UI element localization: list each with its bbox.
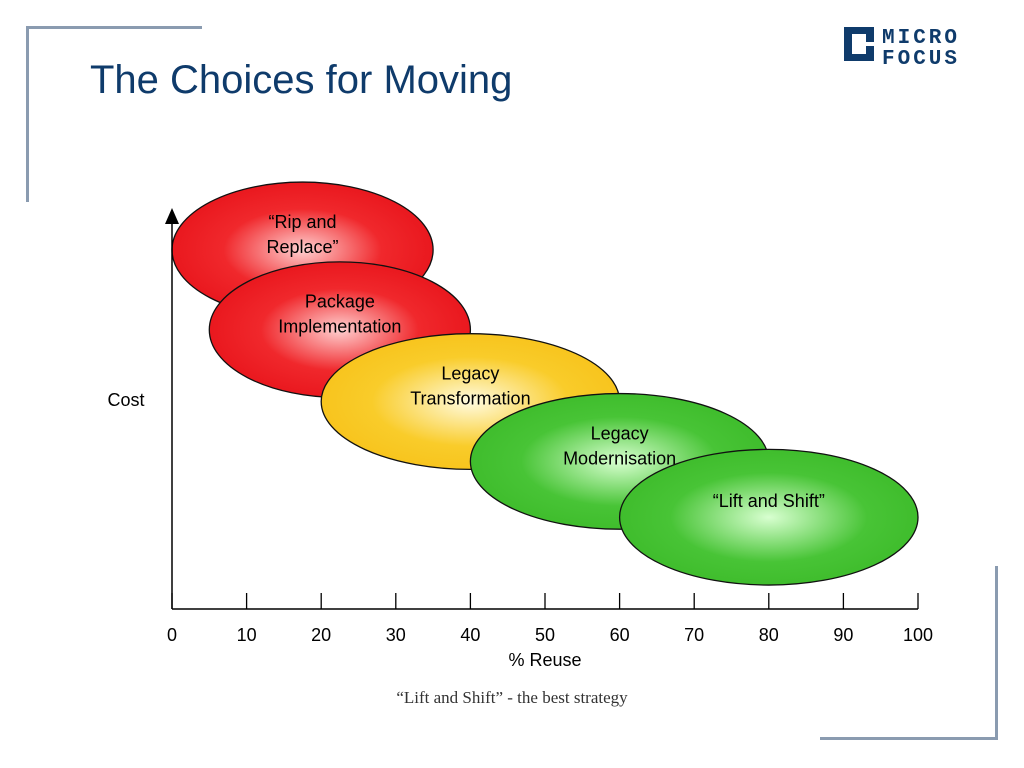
- ellipse-5: [618, 448, 919, 586]
- ellipse-5-label-line-1: “Lift and Shift”: [713, 491, 825, 511]
- ellipse-3-label-line-1: Legacy: [441, 364, 499, 384]
- frame-top-left: [26, 26, 202, 202]
- logo-text-focus: FOCUS: [882, 48, 960, 68]
- frame-bottom-right: [820, 566, 998, 740]
- x-tick-label-80: 80: [759, 625, 779, 645]
- x-tick-label-30: 30: [386, 625, 406, 645]
- ellipse-1-label-line-1: “Rip and: [269, 212, 337, 232]
- y-axis-label: Cost: [107, 390, 144, 410]
- axes-layer: 0 10 20 30 40 50 60 70 80 90 100 % Reuse Cost: [107, 208, 933, 670]
- x-tick-label-90: 90: [833, 625, 853, 645]
- logo-text-micro: MICRO: [882, 27, 960, 50]
- x-tick-label-100: 100: [903, 625, 933, 645]
- slide-caption: “Lift and Shift” - the best strategy: [396, 688, 628, 707]
- x-tick-label-20: 20: [311, 625, 331, 645]
- x-axis-label: % Reuse: [508, 650, 581, 670]
- x-tick-label-70: 70: [684, 625, 704, 645]
- ellipse-4-label-line-2: Modernisation: [563, 448, 676, 468]
- micro-focus-logo: MICRO FOCUS: [844, 27, 960, 68]
- x-tick-label-40: 40: [460, 625, 480, 645]
- x-tick-label-10: 10: [237, 625, 257, 645]
- y-axis-arrow: [165, 208, 179, 224]
- x-tick-label-0: 0: [167, 625, 177, 645]
- x-tick-label-60: 60: [610, 625, 630, 645]
- ellipse-2-label-line-1: Package: [305, 292, 375, 312]
- ellipse-2-label-line-2: Implementation: [278, 317, 401, 337]
- ellipse-1-label-line-2: Replace”: [267, 237, 339, 257]
- ellipse-4-label-line-1: Legacy: [591, 423, 649, 443]
- ellipse-3-label-line-2: Transformation: [410, 389, 530, 409]
- slide-title: The Choices for Moving: [90, 58, 513, 102]
- x-tick-label-50: 50: [535, 625, 555, 645]
